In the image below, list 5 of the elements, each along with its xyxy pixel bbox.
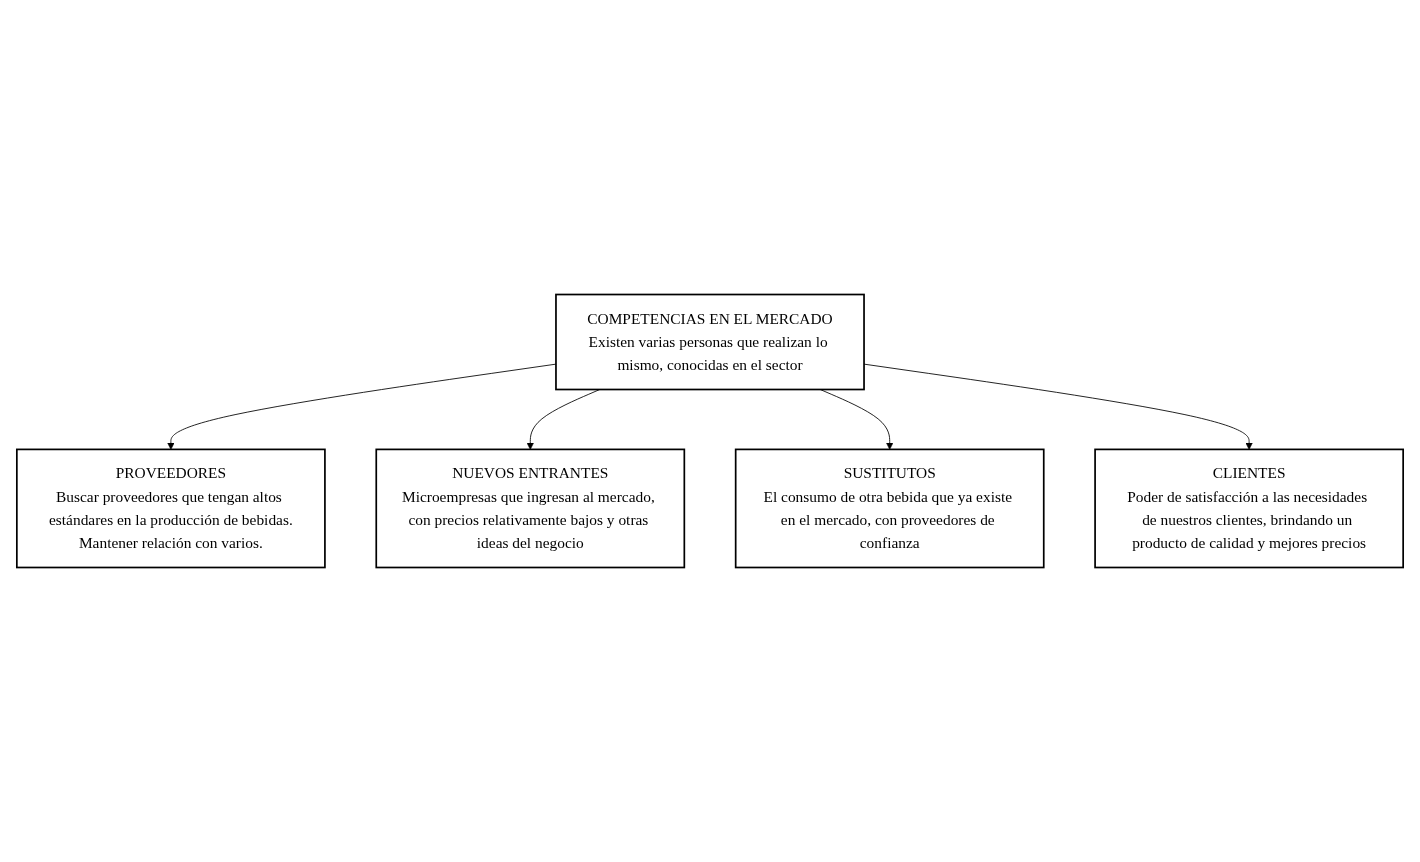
node-box: NUEVOS ENTRANTES Microempresas que ingresan al mercado, con precios relativamente bajos y otras ideas del negocio <box>375 448 686 569</box>
node-box: SUSTITUTOS El consumo de otra bebida que ya existe en el mercado, con proveedores de confianza <box>734 448 1045 569</box>
node-box: CLIENTES Poder de satisfacción a las necesidades de nuestros clientes, brindando un producto de calidad y mejores precios <box>1094 448 1404 569</box>
node-box: PROVEEDORES Buscar proveedores que tengan altos estándares en la producción de bebidas. Mantener relación con varios. <box>16 448 326 569</box>
node-box: COMPETENCIAS EN EL MERCADO Existen varias personas que realizan lo mismo, conocidas en el sector <box>555 293 865 391</box>
